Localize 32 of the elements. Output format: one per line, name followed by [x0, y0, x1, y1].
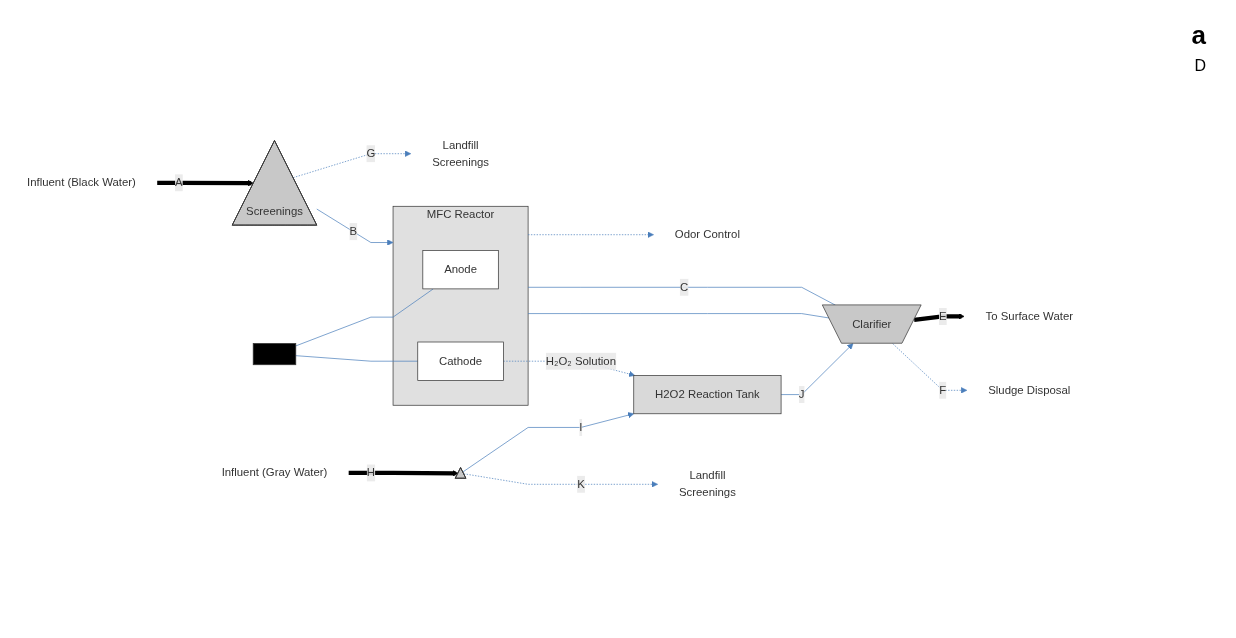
- edge-label: H₂O₂ Solution: [545, 354, 616, 367]
- edge-label: G: [366, 147, 376, 160]
- node-box: H2O2 Reaction Tank: [633, 375, 782, 415]
- connector: [295, 288, 434, 347]
- node-label: Screenings: [678, 486, 736, 499]
- node-text: Odor Control: [674, 228, 740, 241]
- arrow: [913, 313, 965, 322]
- arrow: [348, 470, 459, 477]
- node-box: Cathode: [417, 341, 504, 381]
- node-text: Landfill: [442, 138, 479, 151]
- node-text: Sludge Disposal: [988, 383, 1071, 397]
- node-text: Influent (Gray Water): [221, 466, 328, 479]
- node-box: Anode: [422, 250, 499, 290]
- stream-label: D: [1194, 57, 1206, 75]
- edge-label: H: [366, 466, 375, 479]
- edge-label: F: [939, 383, 947, 397]
- node-text: Influent (Black Water): [27, 176, 136, 189]
- edge-label: I: [579, 421, 583, 434]
- edge-label: J: [798, 388, 805, 401]
- edge-label: K: [577, 477, 585, 490]
- connector: [295, 355, 419, 362]
- node-text: To Surface Water: [985, 310, 1073, 323]
- edge-label: E: [938, 310, 947, 323]
- panel-letter: a: [1191, 20, 1206, 51]
- node-text: Landfill: [689, 469, 726, 482]
- edge-label: B: [349, 225, 358, 238]
- edge-label: C: [679, 280, 689, 293]
- edge-label: A: [174, 176, 183, 189]
- arrow: [157, 180, 254, 187]
- node-box: [252, 343, 297, 366]
- node-label: Screenings: [432, 155, 490, 168]
- connector: [527, 313, 830, 319]
